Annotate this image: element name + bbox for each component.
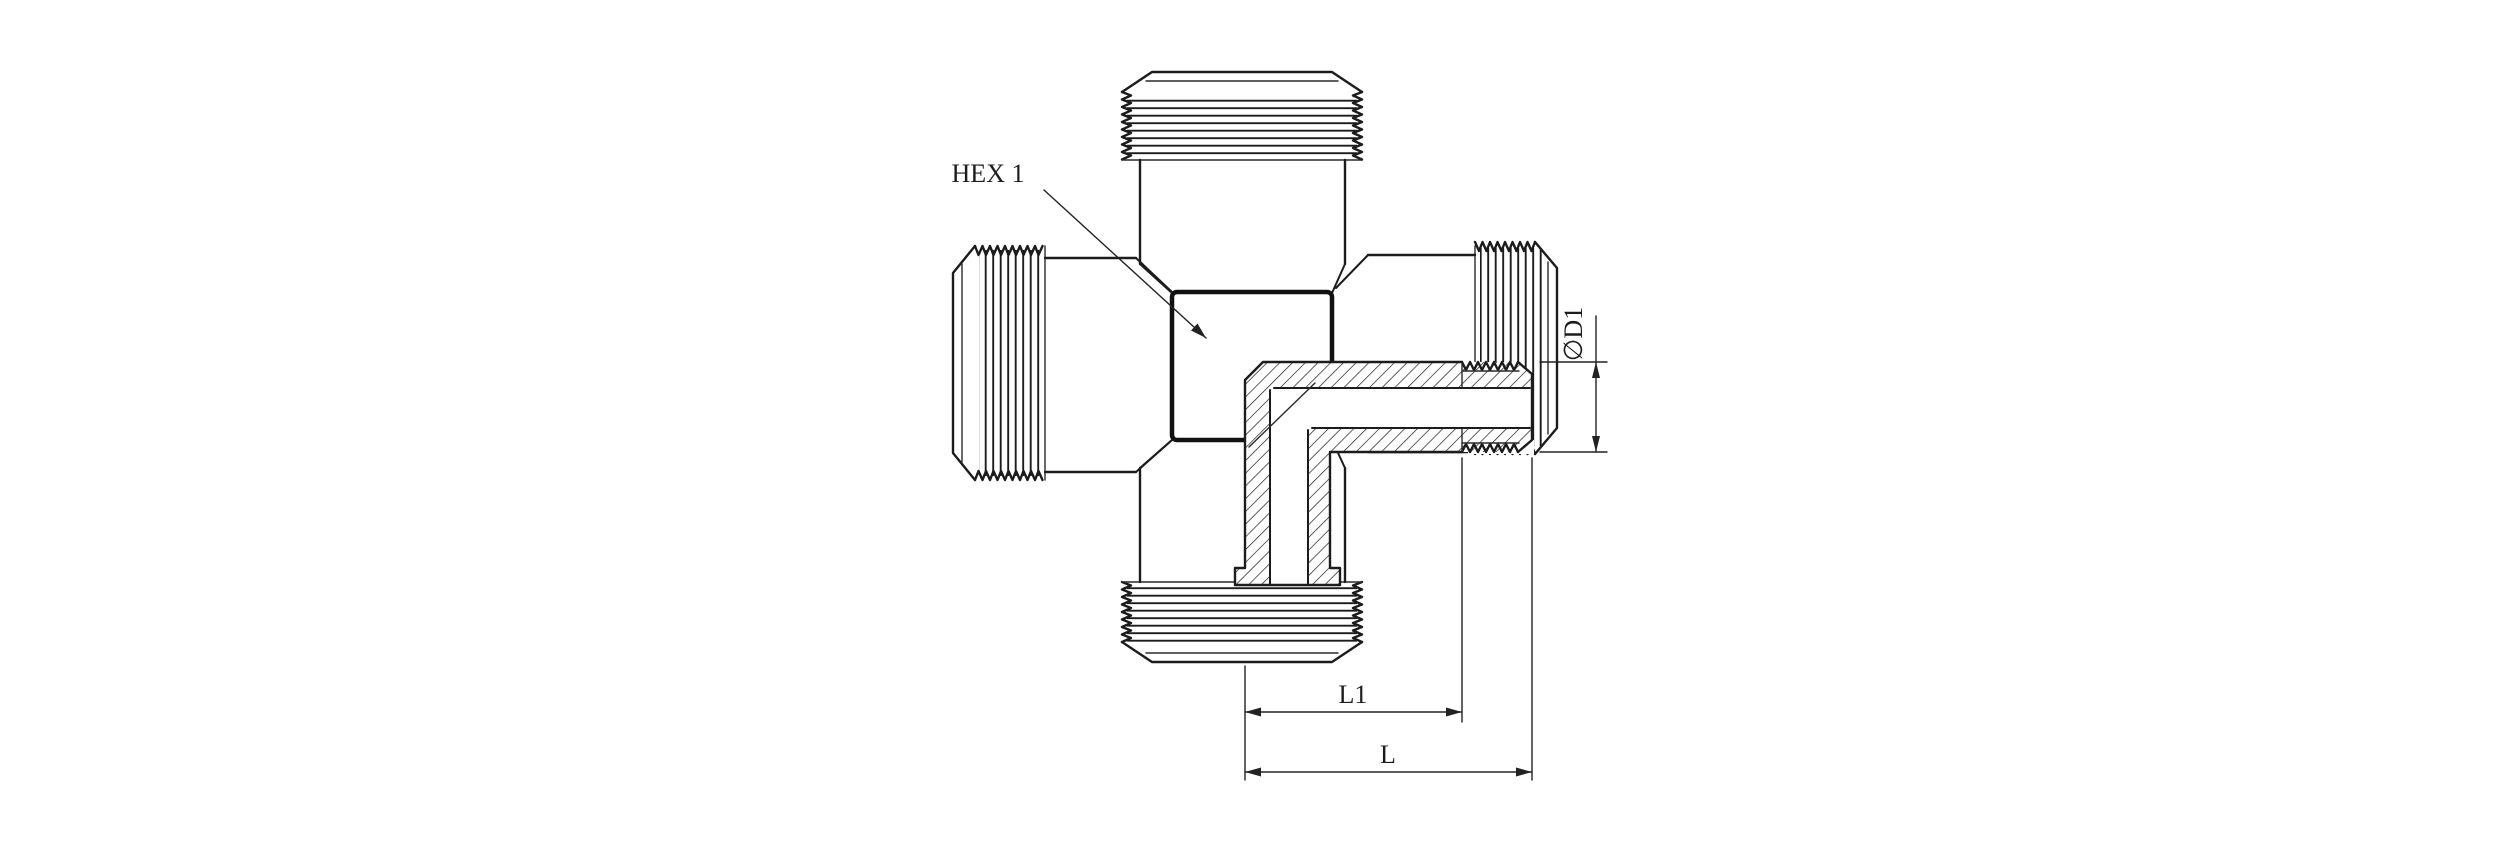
right-port-end-face (1533, 240, 1559, 456)
l1-extension-lines (1244, 457, 1463, 781)
hex-label: HEX 1 (952, 159, 1025, 188)
dimension-d1: ∅D1 (1539, 307, 1608, 453)
hex-callout: HEX 1 (952, 159, 1207, 339)
bottom-port-end-face (1120, 640, 1364, 664)
left-port-thread-lines (979, 250, 1041, 476)
left-port (951, 244, 1173, 482)
bottom-port-neck-edges (1138, 466, 1347, 584)
elbow-bore-lines (1269, 387, 1531, 586)
elbow-flange-hatch-right (1308, 568, 1340, 585)
hex-leader-arrowhead (1191, 323, 1206, 338)
right-port-cone-transition (1335, 254, 1369, 289)
bottom-port-thread-lines (1127, 586, 1357, 642)
d1-label: ∅D1 (1559, 307, 1588, 361)
elbow-tip-thread-edge-top (1460, 360, 1520, 372)
top-port-end-face (1120, 70, 1364, 94)
l1-arrow-left (1245, 707, 1261, 717)
elbow-section (1233, 360, 1534, 587)
elbow-tip-thread-root-lines (1461, 370, 1520, 444)
elbow-miter-seam (1248, 382, 1316, 448)
elbow-flange-hatch-left (1235, 568, 1270, 585)
l-arrow-right (1516, 767, 1532, 777)
top-port-thread-lines (1127, 95, 1357, 157)
dimension-l: L (1244, 457, 1533, 781)
top-port-cone-transition (1139, 263, 1346, 294)
d1-arrow-bottom (1592, 436, 1600, 452)
top-port-neck-edges (1138, 158, 1347, 266)
elbow-wall-hatching (1245, 362, 1532, 568)
elbow-outer-outline (1233, 360, 1464, 587)
left-port-end-face (951, 244, 977, 482)
hex-leader-line (1043, 189, 1207, 339)
dimension-l1: L1 (1244, 457, 1463, 781)
top-port (1120, 70, 1364, 294)
l-label: L (1380, 740, 1396, 769)
left-port-neck-edges (1043, 256, 1138, 474)
l-arrow-left (1245, 767, 1261, 777)
bottom-port (1120, 439, 1364, 664)
elbow-body-fill (1245, 362, 1532, 568)
elbow-tip-end-face (1516, 360, 1534, 454)
elbow-tip-thread-edge-bottom (1460, 442, 1520, 454)
l1-label: L1 (1339, 680, 1368, 709)
d1-arrow-top (1592, 362, 1600, 378)
l1-arrow-right (1446, 707, 1462, 717)
